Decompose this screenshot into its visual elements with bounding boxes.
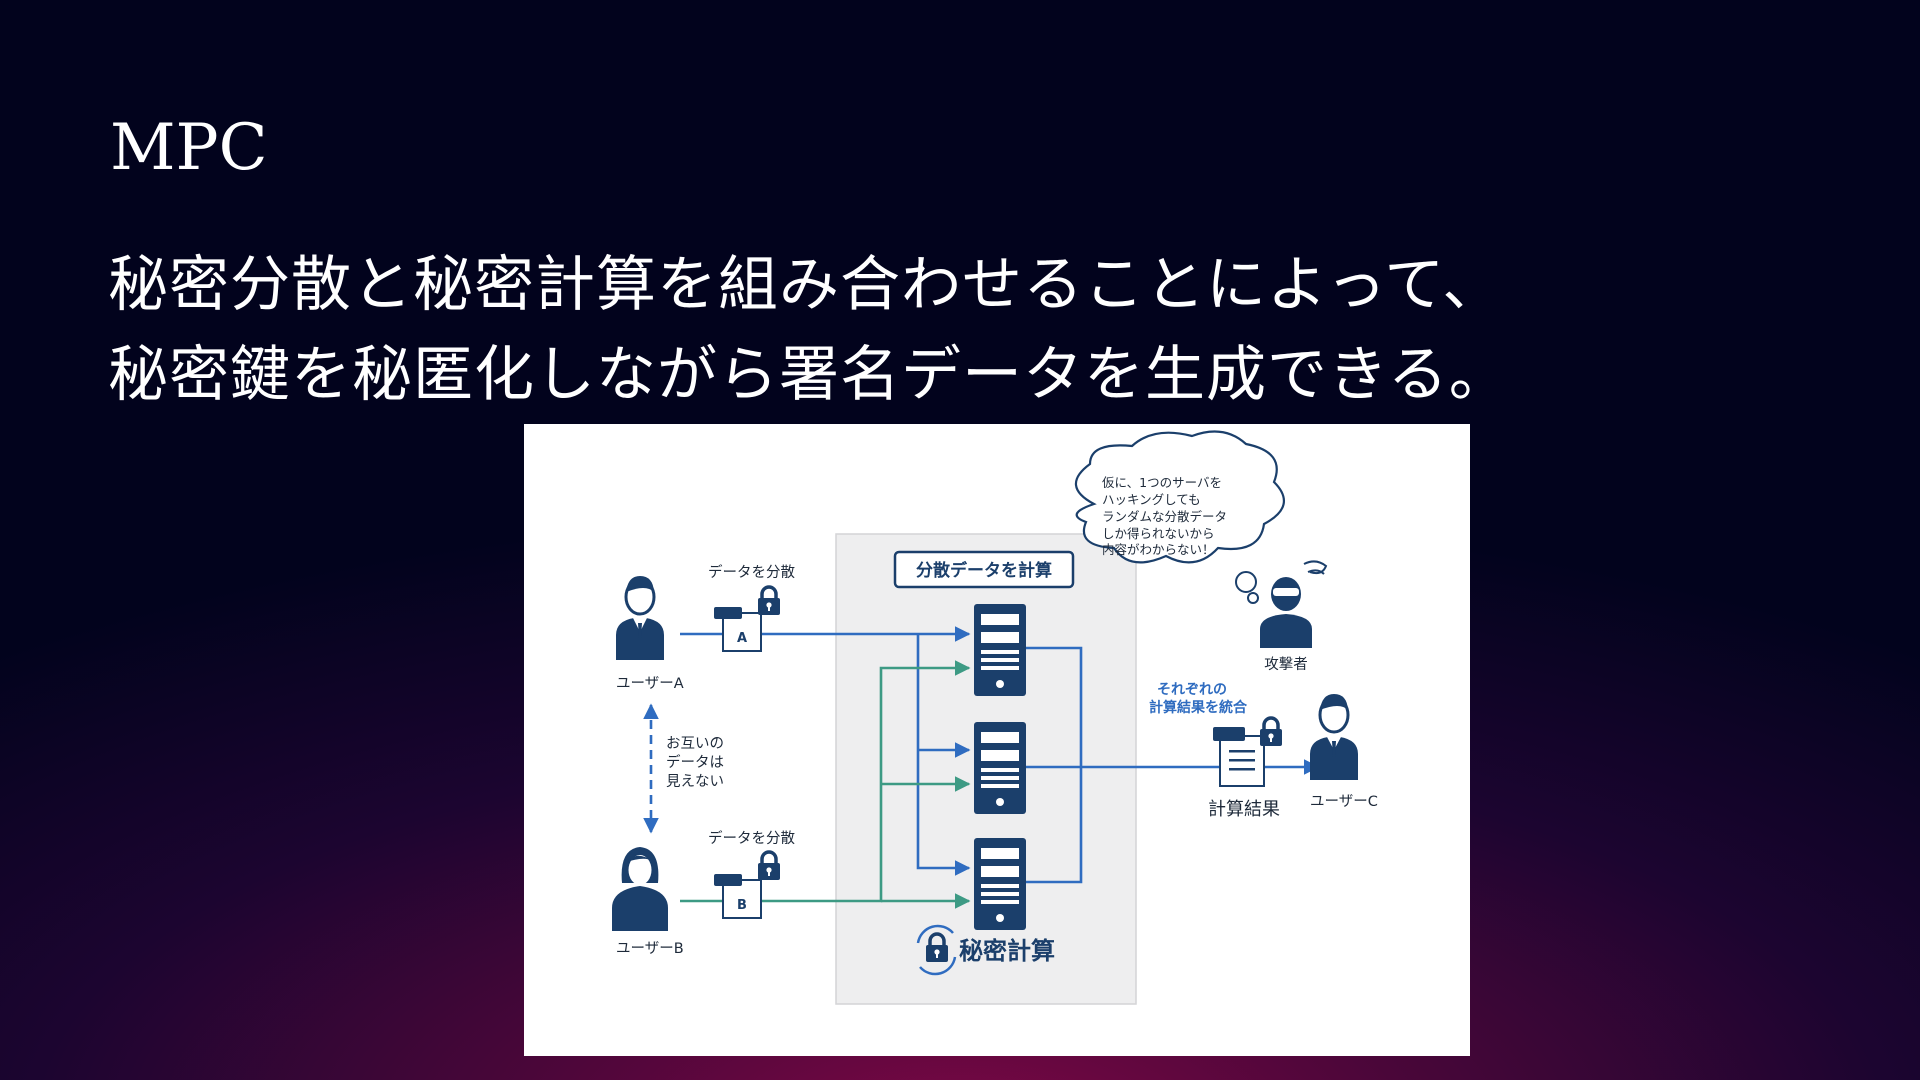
- mutual-note-3: 見えない: [666, 773, 724, 790]
- user-c-name: ユーザーC: [1310, 793, 1378, 810]
- mpc-diagram-svg: 分散データを計算 秘密計算 ユーザーA データを分散 A: [612, 430, 1378, 1005]
- lead-text: 秘密分散と秘密計算を組み合わせることによって、 秘密鍵を秘匿化しながら署名データ…: [108, 240, 1510, 420]
- slide-title: MPC: [110, 111, 268, 185]
- user-a-icon: [616, 576, 664, 660]
- flow-merge: [1026, 646, 1320, 884]
- thought-line-4: しか得られないから: [1102, 526, 1215, 541]
- user-b-icon: [612, 847, 668, 931]
- server-3: [974, 838, 1026, 930]
- attacker-thought-bubble: [1074, 430, 1285, 564]
- user-b-name: ユーザーB: [616, 940, 684, 957]
- secret-compute-label: 秘密計算: [959, 937, 1055, 965]
- thought-line-1: 仮に、1つのサーバを: [1102, 475, 1222, 490]
- secret-compute-icon: [916, 924, 957, 976]
- thought-line-3: ランダムな分散データ: [1102, 509, 1227, 524]
- compute-label-box: [893, 550, 1075, 589]
- result-document-icon: [1213, 716, 1284, 787]
- user-a-doc-letter: A: [737, 631, 747, 646]
- user-b-doc-letter: B: [737, 898, 747, 913]
- compute-label: 分散データを計算: [916, 560, 1052, 581]
- thought-dot-large: [1235, 571, 1257, 593]
- mpc-diagram: 分散データを計算 秘密計算 ユーザーA データを分散 A: [524, 424, 1470, 1056]
- user-b-document-icon: [714, 850, 782, 919]
- user-b-action: データを分散: [708, 829, 795, 847]
- user-a-name: ユーザーA: [616, 675, 684, 692]
- attacker-label: 攻撃者: [1264, 656, 1308, 673]
- merge-note-1: それぞれの: [1157, 682, 1227, 698]
- mutual-note-1: お互いの: [666, 735, 724, 752]
- merge-note-2: 計算結果を統合: [1149, 699, 1248, 716]
- attacker-icon: [1260, 560, 1328, 648]
- thought-line-5: 内容がわからない！: [1102, 542, 1215, 557]
- user-c-icon: [1310, 694, 1358, 780]
- thought-line-2: ハッキングしても: [1102, 492, 1201, 507]
- user-a-document-icon: [714, 585, 782, 652]
- mutual-note-2: データは: [666, 753, 724, 771]
- result-label: 計算結果: [1208, 799, 1280, 820]
- thought-dot-small: [1247, 592, 1259, 604]
- server-2: [974, 722, 1026, 814]
- lead-line-2: 秘密鍵を秘匿化しながら署名データを生成できる。: [108, 340, 1510, 410]
- user-a-action: データを分散: [708, 563, 795, 581]
- flow-user-b: [680, 660, 971, 909]
- server-1: [974, 604, 1026, 696]
- lead-line-1: 秘密分散と秘密計算を組み合わせることによって、: [108, 250, 1504, 320]
